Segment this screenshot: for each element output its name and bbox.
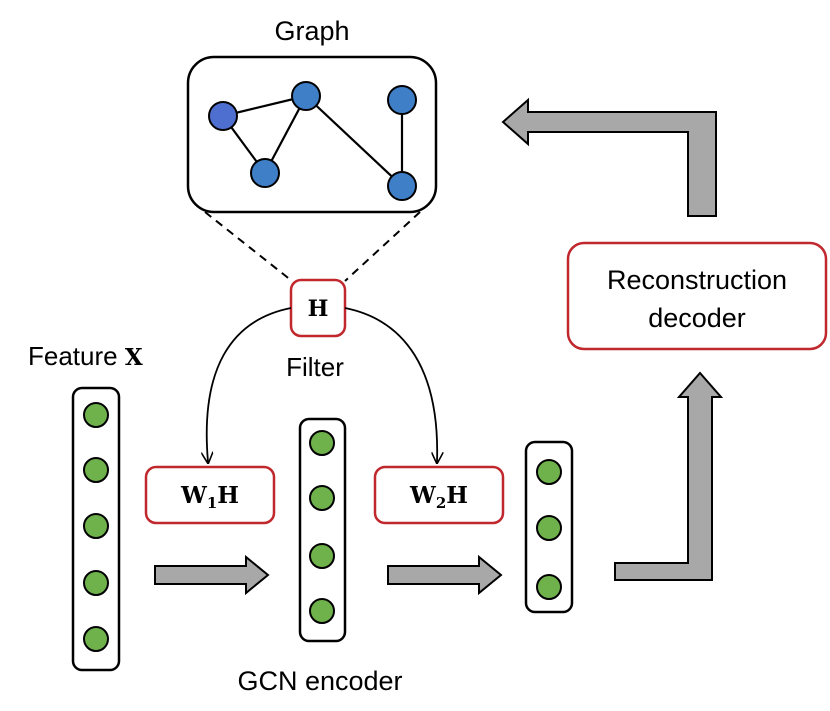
hidden-unit-icon [309,598,335,624]
decoder-label-line1: Reconstruction [607,265,787,295]
graph-node-icon [387,85,417,115]
decoder-label-line2: decoder [648,303,746,333]
feature-unit-icon [83,402,109,428]
feature-unit-icon [83,570,109,596]
hidden-unit-icon [309,543,335,569]
flow-arrow-to-decoder-icon [614,371,724,581]
feature-unit-icon [83,513,109,539]
filter-symbol: H [308,296,329,322]
layer2-label: W2H [409,482,468,512]
feature-symbol: X [125,344,143,371]
layer1-label: W1H [180,482,239,512]
output-unit-icon [536,459,562,485]
graph-node-icon [291,81,321,111]
curve-arrow-left [207,307,292,462]
hidden-unit-icon [309,485,335,511]
output-unit-icon [536,574,562,600]
graph-nodes [208,81,417,201]
flow-arrow-icon [154,554,270,596]
decoder-box [566,241,828,351]
flow-arrow-to-graph-icon [501,97,717,217]
graph-node-icon [208,101,238,131]
filter-label: Filter [286,352,344,382]
edge-b-e [305,95,403,187]
zoom-lines [204,211,421,282]
graph-node-icon [387,171,417,201]
graph-title: Graph [274,16,349,46]
flow-arrow-icon [387,554,503,596]
feature-label: Feature X [28,341,143,371]
layer1-box [144,465,276,525]
hidden-unit-icon [309,430,335,456]
hidden-column [298,417,347,643]
layer2-box [373,465,505,525]
feature-unit-icon [83,457,109,483]
graph-box [186,55,438,214]
curve-arrow-right [344,307,437,462]
graph-node-icon [250,158,280,188]
output-unit-icon [536,515,562,541]
encoder-label: GCN encoder [237,666,402,696]
feature-unit-icon [83,626,109,652]
